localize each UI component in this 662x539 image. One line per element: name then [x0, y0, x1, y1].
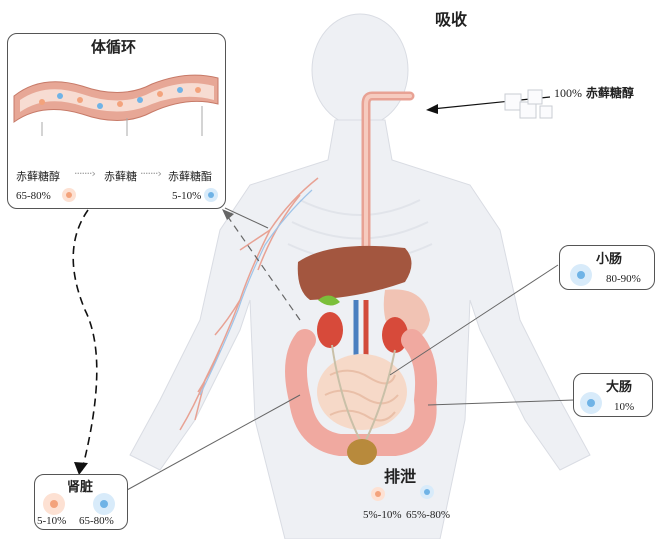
circulation-arrow-1: ·······›: [74, 167, 96, 180]
kidney-orange-value: 5-10%: [37, 515, 67, 527]
absorption-title: 吸收: [435, 10, 468, 29]
large-intestine-box: 大肠 10%: [573, 373, 653, 417]
blood-vessel-icon: [13, 74, 219, 136]
small-intestine-box: 小肠 80-90%: [559, 245, 655, 290]
circulation-label-erythronate: 赤藓糖酯: [168, 170, 212, 183]
intake-percent: 100%: [554, 86, 582, 100]
kidney-orange-marker-icon: [43, 493, 65, 515]
kidney-blue-marker-icon: [93, 493, 115, 515]
circulation-box: 体循环 赤藓糖醇 ·······› 赤藓糖 ·······› 赤藓糖酯 65-8…: [7, 33, 226, 209]
intake-substance: 赤藓糖醇: [585, 86, 634, 100]
intake-label: 100% 赤藓糖醇: [554, 84, 634, 101]
excretion-orange-marker-icon: [371, 487, 385, 501]
small-intestine-title: 小肠: [596, 252, 623, 267]
circulation-arrow-2: ·······›: [140, 167, 162, 180]
excretion-blue-marker-icon: [420, 485, 434, 499]
circulation-label-erythritol: 赤藓糖醇: [16, 170, 60, 183]
large-intestine-title: 大肠: [606, 380, 633, 395]
excretion-blue-value: 65%-80%: [406, 509, 450, 521]
circulation-title: 体循环: [91, 38, 137, 56]
small-intestine-value: 80-90%: [606, 273, 641, 285]
excretion-title: 排泄: [384, 467, 417, 486]
large-intestine-value: 10%: [614, 401, 635, 413]
excretion-orange-value: 5%-10%: [363, 509, 402, 521]
circulation-right-value: 5-10%: [172, 190, 202, 202]
circulation-label-erythrose: 赤藓糖: [104, 170, 137, 183]
kidney-blue-value: 65-80%: [79, 515, 114, 527]
metabolite-marker-icon: [204, 188, 218, 202]
large-intestine-marker-icon: [580, 392, 602, 414]
circulation-left-value: 65-80%: [16, 190, 51, 202]
kidney-box: 肾脏 5-10% 65-80%: [34, 474, 128, 530]
kidney-title: 肾脏: [67, 480, 94, 495]
small-intestine-marker-icon: [570, 264, 592, 286]
erythritol-marker-icon: [62, 188, 76, 202]
